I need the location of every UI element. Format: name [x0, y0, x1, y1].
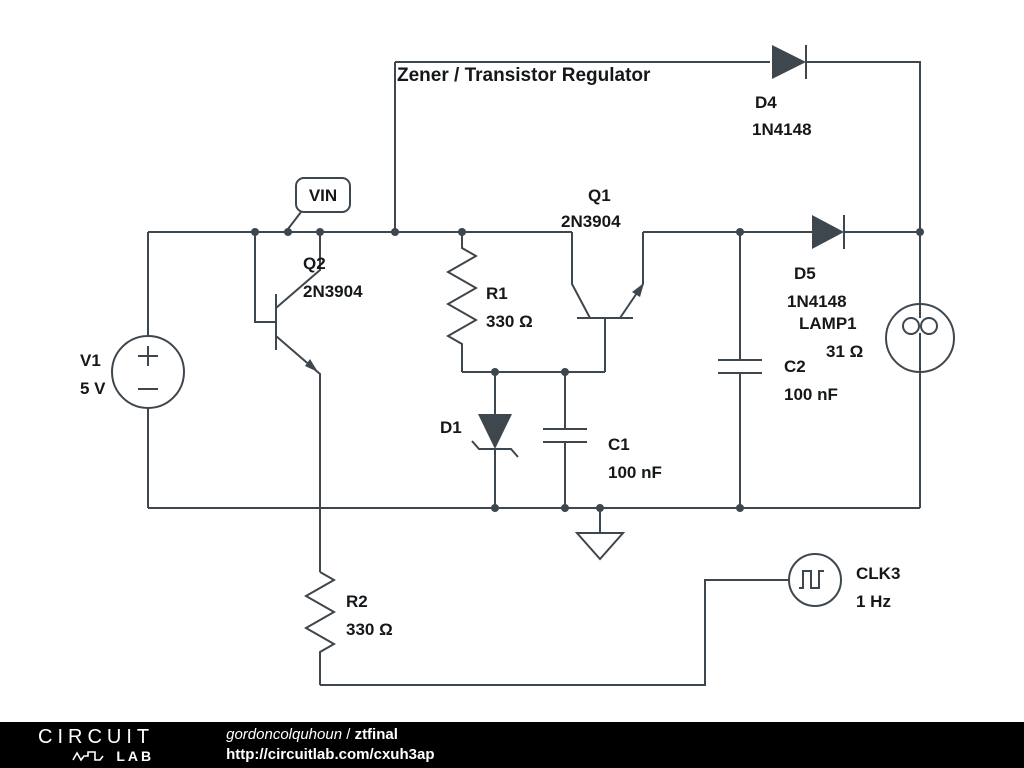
c2-plates — [718, 359, 762, 374]
d5-diode[interactable]: D5 1N4148 — [787, 215, 847, 311]
wire-top-right — [806, 61, 921, 232]
junction-dot — [391, 228, 399, 236]
q2-collector-lead — [275, 232, 321, 309]
r1-resistor[interactable]: R1 330 Ω — [445, 232, 533, 372]
junction-dot — [916, 228, 924, 236]
r2-value-label: 330 Ω — [346, 620, 393, 639]
q2-transistor[interactable]: Q2 2N3904 — [254, 232, 363, 572]
d4-triangle — [772, 45, 806, 79]
lamp1-filament-loop-right — [920, 317, 938, 335]
r1-value-label: 330 Ω — [486, 312, 533, 331]
wire-clk-link — [320, 579, 789, 686]
logo-lab-text: LAB — [116, 748, 155, 764]
footer-author: gordoncolquhoun — [226, 725, 343, 743]
footer-bar: CIRCUIT LAB gordoncolquhoun / ztfinal ht… — [0, 722, 1024, 768]
junction-dot — [491, 504, 499, 512]
lamp1-designator-label: LAMP1 — [799, 314, 857, 333]
ground-symbol[interactable] — [574, 532, 626, 561]
r1-zigzag — [445, 232, 479, 372]
q1-emitter-arrow-icon — [632, 283, 644, 297]
junction-dot — [251, 228, 259, 236]
footer-project: ztfinal — [354, 725, 398, 743]
q2-value-label: 2N3904 — [303, 282, 363, 301]
q2-designator-label: Q2 — [303, 254, 326, 273]
q2-emitter-arrow-icon — [305, 359, 318, 372]
schematic-title: Zener / Transistor Regulator — [397, 65, 651, 86]
q1-emitter-lead — [619, 232, 644, 319]
footer-meta: gordoncolquhoun / ztfinal http://circuit… — [226, 725, 434, 766]
vin-flag-label: VIN — [309, 186, 337, 205]
lamp1-value-label: 31 Ω — [826, 342, 863, 361]
d5-value-label: 1N4148 — [787, 292, 847, 311]
r1-designator-label: R1 — [486, 284, 508, 303]
vin-net-flag[interactable]: VIN — [287, 177, 351, 230]
d4-value-label: 1N4148 — [752, 120, 812, 139]
junction-dot — [316, 228, 324, 236]
vin-flag-tail — [287, 211, 302, 230]
lamp1-filament-loop-left — [902, 317, 920, 335]
clk3-value-label: 1 Hz — [856, 592, 891, 611]
vin-flag-box — [295, 177, 351, 213]
c1-value-label: 100 nF — [608, 463, 662, 482]
d1-designator-label: D1 — [440, 418, 462, 437]
d4-designator-label: D4 — [755, 93, 777, 112]
q1-designator-label: Q1 — [588, 186, 611, 205]
r2-zigzag — [303, 571, 337, 685]
junction-dot — [736, 228, 744, 236]
clk3-squarewave-icon — [799, 570, 824, 589]
clk3-circle — [788, 553, 842, 607]
clk3-designator-label: CLK3 — [856, 564, 900, 583]
c2-designator-label: C2 — [784, 357, 806, 376]
d5-triangle — [812, 215, 844, 249]
junction-dots — [251, 228, 924, 512]
c2-value-label: 100 nF — [784, 385, 838, 404]
junction-dot — [491, 368, 499, 376]
c1-capacitor[interactable]: C1 100 nF — [543, 372, 662, 508]
q1-value-label: 2N3904 — [561, 212, 621, 231]
v1-designator-label: V1 — [80, 351, 101, 370]
q2-emitter-lead — [275, 335, 321, 572]
q2-base-lead — [254, 232, 276, 323]
junction-dot — [736, 504, 744, 512]
c2-capacitor[interactable]: C2 100 nF — [718, 232, 838, 508]
ground-triangle — [574, 532, 626, 561]
junction-dot — [561, 368, 569, 376]
footer-author-line: gordoncolquhoun / ztfinal — [226, 725, 434, 745]
junction-dot — [458, 228, 466, 236]
logo-waveform-icon — [72, 750, 104, 761]
footer-separator: / — [346, 725, 351, 743]
c1-designator-label: C1 — [608, 435, 630, 454]
v1-voltage-source[interactable]: V1 5 V — [80, 335, 185, 409]
r2-resistor[interactable]: R2 330 Ω — [303, 571, 393, 685]
c1-plates — [543, 428, 587, 443]
v1-value-label: 5 V — [80, 379, 106, 398]
schematic-canvas: Zener / Transistor Regulator V1 5 V VIN — [80, 45, 955, 686]
v1-plus-icon — [138, 346, 158, 366]
logo-circuit-text: CIRCUIT — [38, 726, 155, 748]
d1-zener-diode[interactable]: D1 — [440, 372, 519, 508]
junction-dot — [561, 504, 569, 512]
q1-transistor[interactable]: Q1 2N3904 — [561, 186, 644, 372]
v1-circle — [111, 335, 185, 409]
r2-designator-label: R2 — [346, 592, 368, 611]
d4-diode[interactable]: D4 1N4148 — [752, 45, 812, 139]
lamp1-lamp[interactable]: LAMP1 31 Ω — [799, 303, 955, 373]
d1-triangle — [478, 414, 512, 449]
clk3-clock-source[interactable]: CLK3 1 Hz — [788, 553, 900, 611]
footer-url: http://circuitlab.com/cxuh3ap — [226, 746, 435, 763]
d5-designator-label: D5 — [794, 264, 816, 283]
q1-collector-lead — [571, 232, 591, 319]
circuitlab-logo: CIRCUIT LAB — [38, 727, 154, 763]
wires — [147, 61, 921, 686]
junction-dot — [596, 504, 604, 512]
junction-dot — [284, 228, 292, 236]
